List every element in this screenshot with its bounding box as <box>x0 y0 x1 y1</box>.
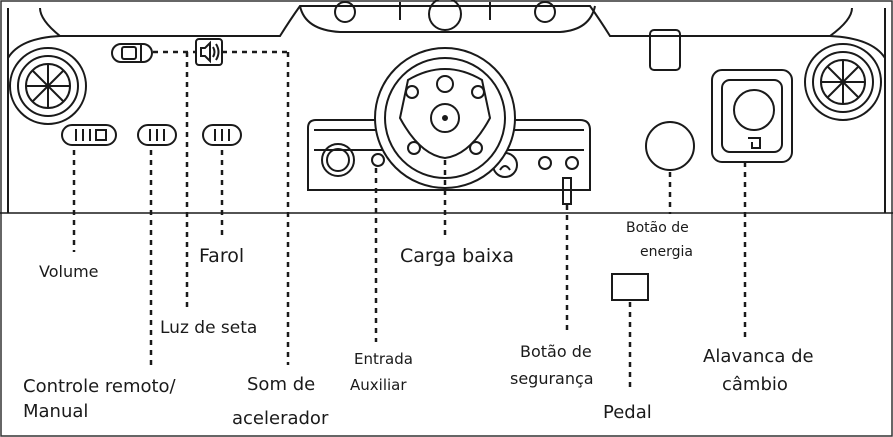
label-som-acelerador-line2: acelerador <box>232 408 329 429</box>
label-botao-seguranca-line1: Botão de <box>520 342 592 361</box>
speaker-icon <box>195 38 223 66</box>
label-botao-seguranca-line2: segurança <box>510 369 594 388</box>
label-carga-baixa: Carga baixa <box>400 245 514 267</box>
label-botao-energia-line1: Botão de <box>626 220 689 236</box>
volume-switch-icon <box>61 124 117 146</box>
label-volume: Volume <box>39 262 99 281</box>
label-luz-de-seta: Luz de seta <box>160 318 258 338</box>
label-farol: Farol <box>199 245 245 267</box>
label-controle-remoto-line1: Controle remoto/ <box>23 376 176 397</box>
label-pedal: Pedal <box>603 402 652 423</box>
top-console <box>299 0 596 33</box>
leader-lines <box>72 52 747 392</box>
gear-shift-icon <box>711 69 793 163</box>
headlight-switch-icon <box>202 124 242 146</box>
label-alavanca-cambio-line1: Alavanca de <box>703 346 814 367</box>
label-som-acelerador-line1: Som de <box>247 374 316 395</box>
power-button-icon <box>645 121 695 171</box>
dashboard-panel <box>0 5 893 214</box>
pedal-icon <box>611 273 649 301</box>
charging-port-icon <box>374 47 516 189</box>
square-button-icon <box>649 29 681 71</box>
right-wheel-icon <box>804 43 882 121</box>
label-entrada-auxiliar-line2: Auxiliar <box>350 376 407 394</box>
label-botao-energia-line2: energia <box>640 244 693 260</box>
left-wheel-icon <box>9 47 87 125</box>
label-controle-remoto-line2: Manual <box>23 401 89 422</box>
label-alavanca-cambio-line2: câmbio <box>722 374 788 395</box>
remote-manual-switch-icon <box>137 124 177 146</box>
turn-signal-switch-icon <box>111 43 153 63</box>
label-entrada-auxiliar-line1: Entrada <box>354 350 413 368</box>
